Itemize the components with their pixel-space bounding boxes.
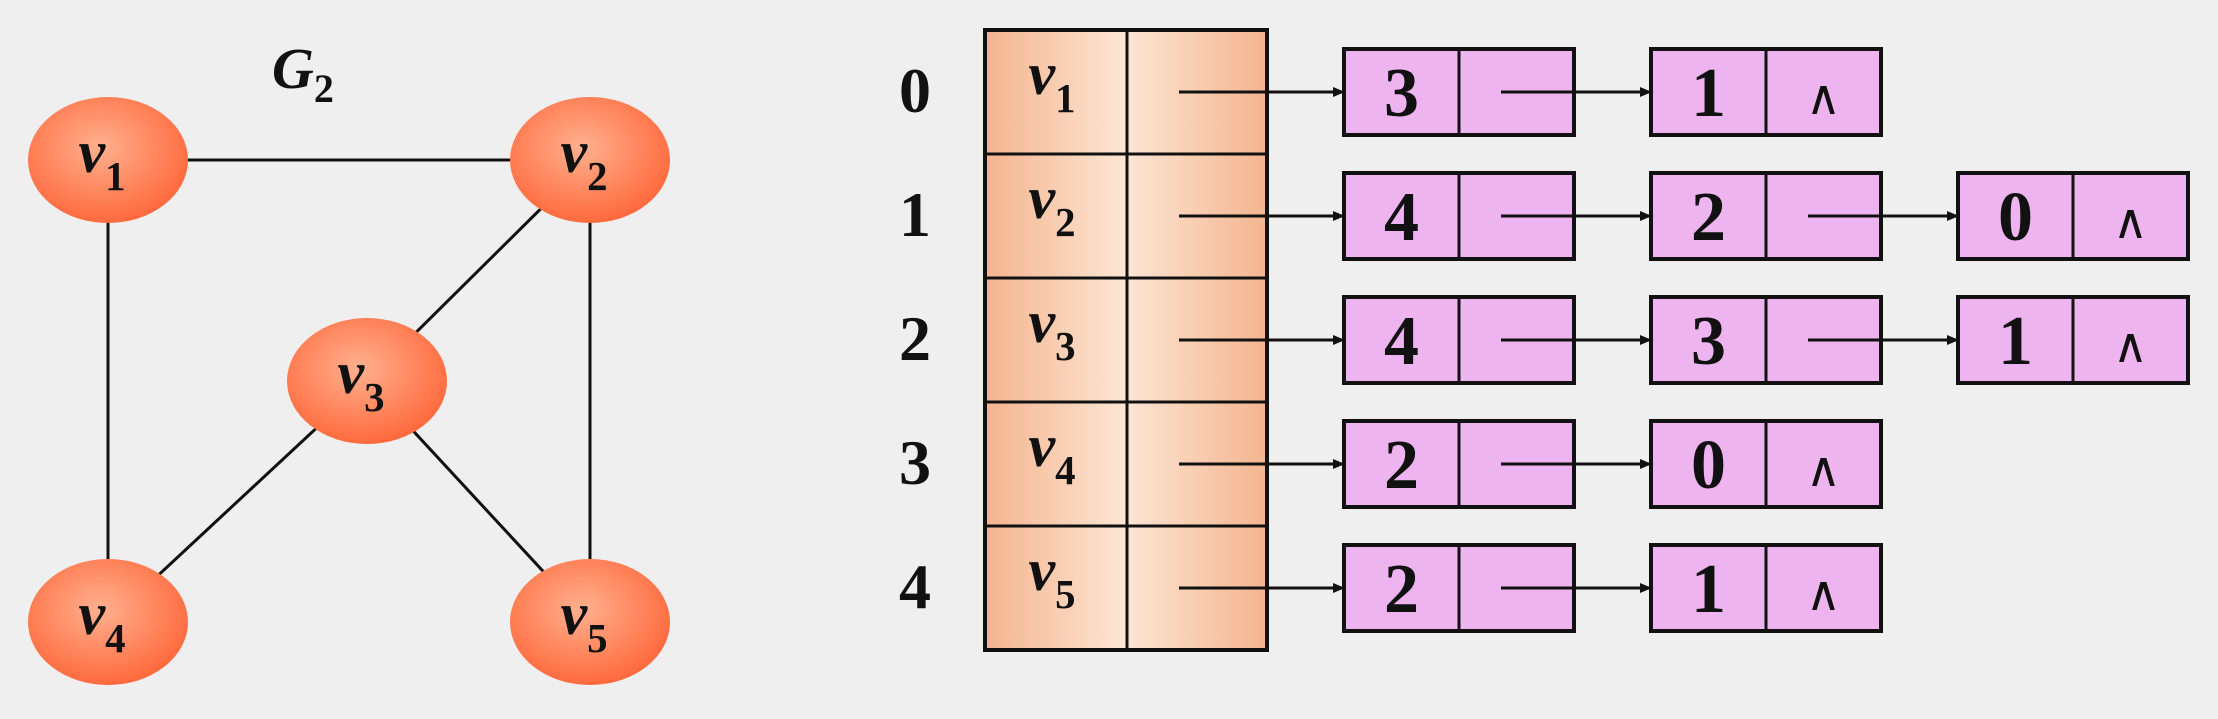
list-node: 4 [1342, 295, 1652, 385]
row-index: 4 [899, 551, 931, 622]
vertex-v2: v2 [510, 97, 670, 223]
list-node: 0∧ [1649, 419, 1883, 509]
node-value: 3 [1384, 55, 1419, 132]
vertex-label: v3 [337, 340, 384, 420]
vertex-label: v4 [78, 581, 125, 661]
null-pointer: ∧ [1806, 568, 1841, 621]
null-pointer: ∧ [2113, 196, 2148, 249]
header-vertex: v4 [1028, 413, 1075, 493]
node-value: 2 [1384, 427, 1419, 504]
list-node: 4 [1342, 171, 1652, 261]
vertex-circle [28, 97, 188, 223]
list-node: 2 [1649, 171, 1959, 261]
list-node: 1∧ [1649, 47, 1883, 137]
vertex-v3: v3 [287, 318, 447, 444]
graph-title: G2 [272, 36, 334, 111]
node-value: 4 [1384, 179, 1419, 256]
node-value: 0 [1691, 427, 1726, 504]
null-pointer: ∧ [2113, 320, 2148, 373]
header-vertex: v3 [1028, 289, 1075, 369]
header-vertex: v1 [1028, 41, 1075, 121]
null-pointer: ∧ [1806, 444, 1841, 497]
vertex-v1: v1 [28, 97, 188, 223]
node-value: 1 [1998, 303, 2033, 380]
null-pointer: ∧ [1806, 72, 1841, 125]
row-index: 3 [899, 427, 931, 498]
row-index: 2 [899, 303, 931, 374]
list-node: 2 [1342, 419, 1652, 509]
vertex-label: v5 [560, 581, 607, 661]
vertex-circle [287, 318, 447, 444]
vertex-circle [510, 97, 670, 223]
list-node: 3 [1649, 295, 1959, 385]
node-value: 2 [1691, 179, 1726, 256]
vertex-circle [28, 559, 188, 685]
header-vertex: v2 [1028, 165, 1075, 245]
list-node: 2 [1342, 543, 1652, 633]
row-index: 0 [899, 55, 931, 126]
vertex-v4: v4 [28, 559, 188, 685]
node-value: 4 [1384, 303, 1419, 380]
node-value: 3 [1691, 303, 1726, 380]
vertex-label: v1 [78, 119, 125, 199]
list-node: 1∧ [1649, 543, 1883, 633]
list-node: 0∧ [1956, 171, 2190, 261]
vertex-label: v2 [560, 119, 607, 199]
graph-vertices: v1 v2 v3 v4 v5 [28, 97, 670, 685]
node-value: 1 [1691, 551, 1726, 628]
row-index: 1 [899, 179, 931, 250]
list-node: 3 [1342, 47, 1652, 137]
node-value: 2 [1384, 551, 1419, 628]
header-vertex: v5 [1028, 537, 1075, 617]
node-value: 0 [1998, 179, 2033, 256]
vertex-v5: v5 [510, 559, 670, 685]
node-value: 1 [1691, 55, 1726, 132]
vertex-circle [510, 559, 670, 685]
list-node: 1∧ [1956, 295, 2190, 385]
